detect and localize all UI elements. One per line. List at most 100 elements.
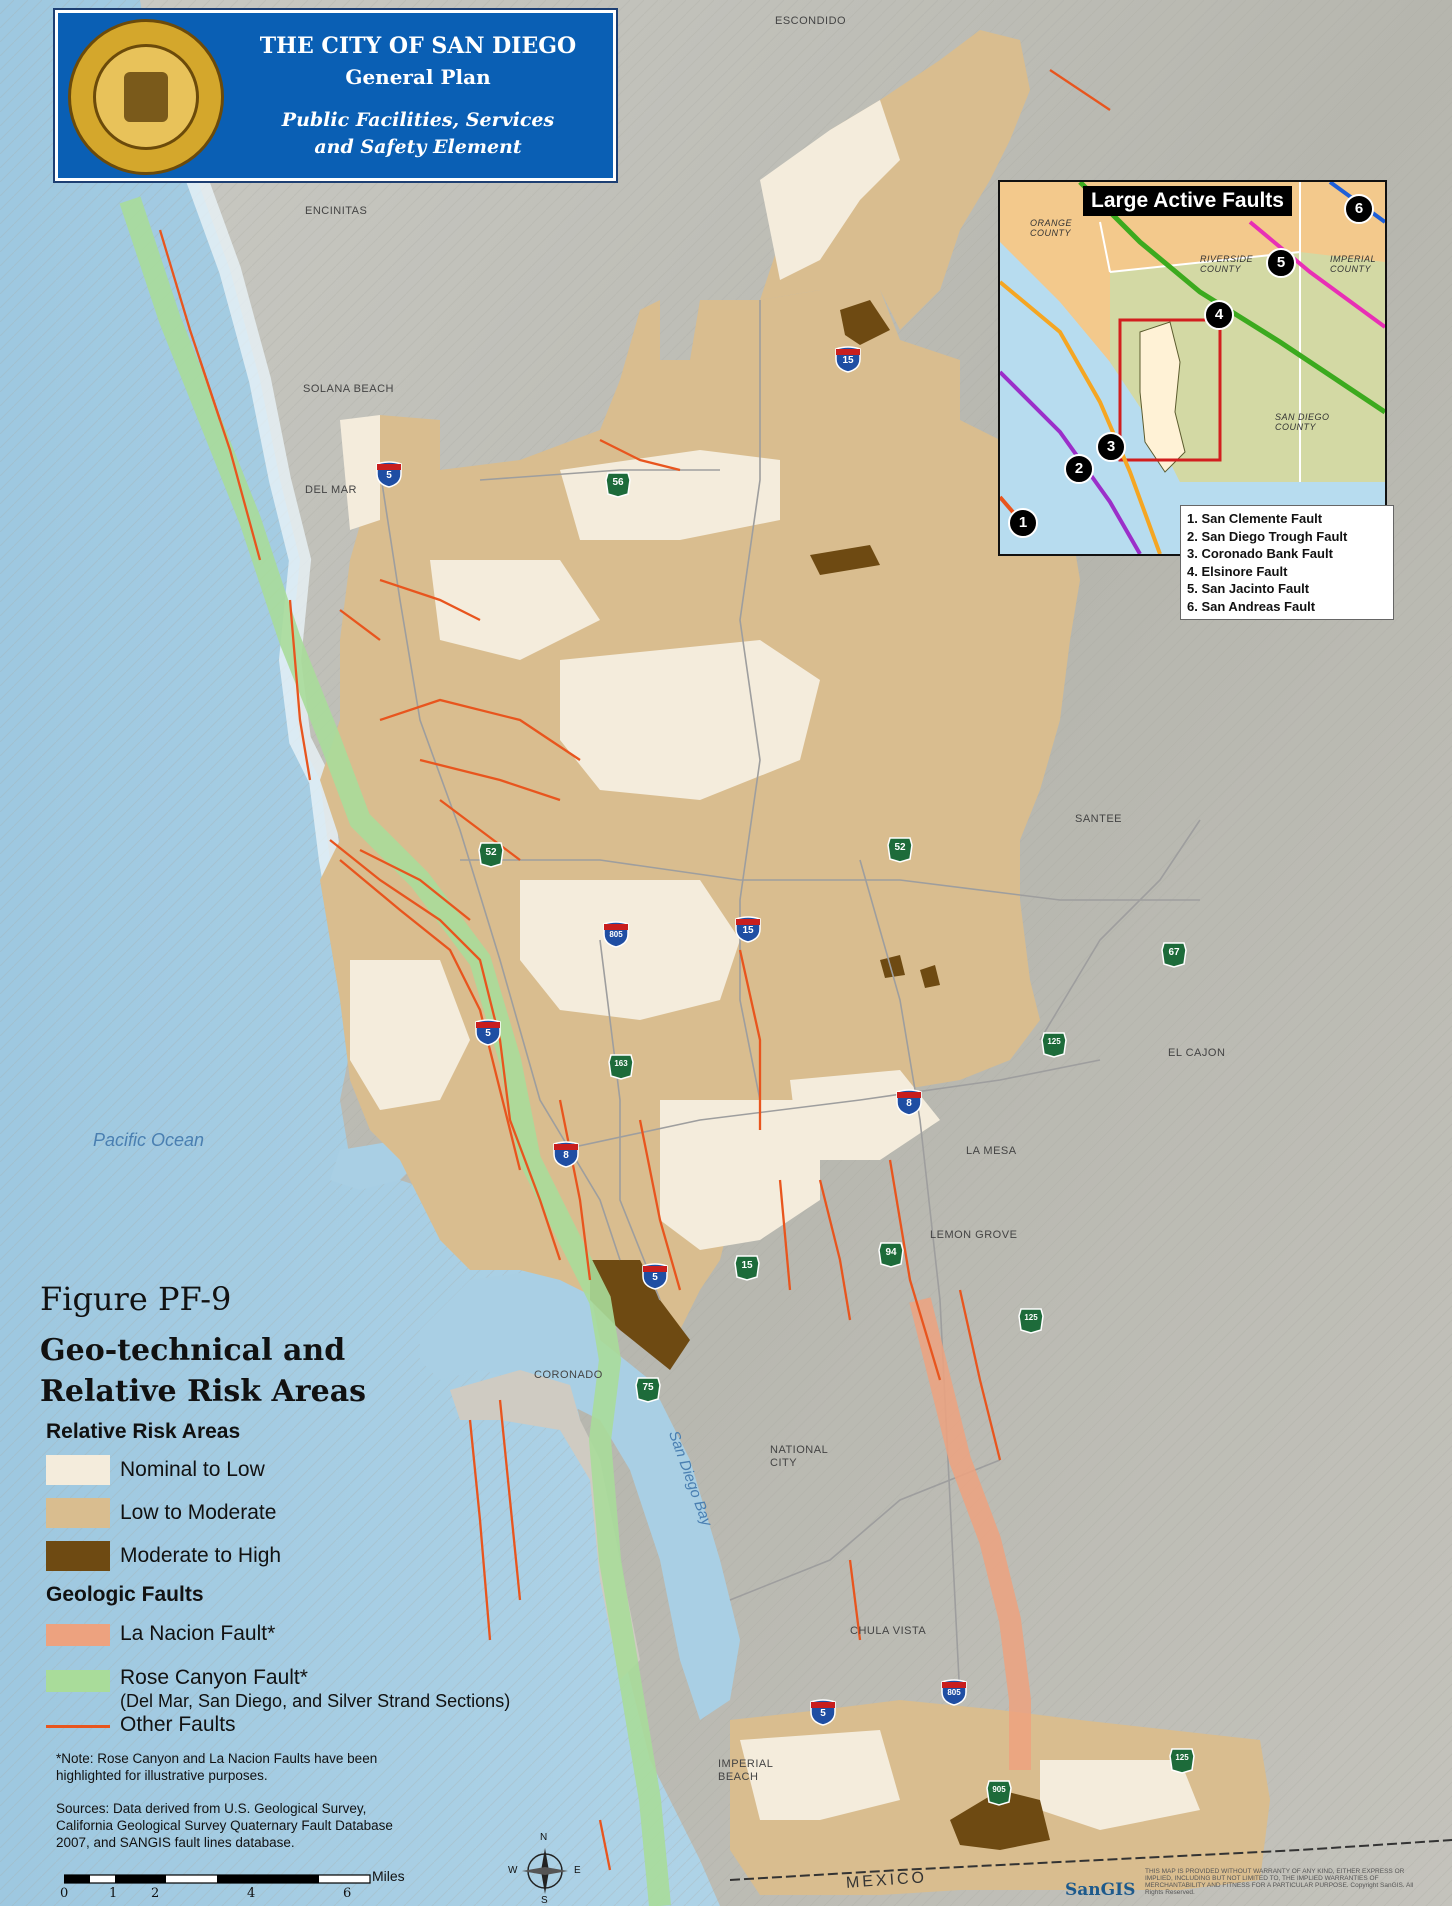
inset-fault-list: 1. San Clemente Fault 2. San Diego Troug… <box>1180 505 1394 620</box>
inset-marker-1: 1 <box>1008 508 1038 538</box>
legend-swatch-other-faults <box>46 1725 110 1728</box>
legend-sources: Sources: Data derived from U.S. Geologic… <box>56 1801 393 1850</box>
interstate-shield-5: 5 <box>375 460 403 493</box>
interstate-shield-805: 805 <box>602 920 630 953</box>
shield-number: 52 <box>894 842 906 853</box>
state-route-shield-163: 163 <box>607 1052 635 1085</box>
scale-tick-2: 2 <box>151 1886 160 1901</box>
legend-swatch-nominal-to-low <box>46 1455 110 1485</box>
inset-title: Large Active Faults <box>1083 186 1292 216</box>
compass-e: E <box>574 1865 582 1876</box>
risk-moderate-to-high <box>590 300 1050 1850</box>
inset-marker-2: 2 <box>1064 454 1094 484</box>
state-route-shield-905: 905 <box>985 1778 1013 1811</box>
compass-rose: N S W E <box>508 1832 581 1906</box>
sangis-logo: SanGIS <box>1065 1880 1136 1900</box>
compass-rose-icon <box>522 1848 568 1894</box>
inset-label-imperial-county: IMPERIAL COUNTY <box>1330 254 1376 274</box>
interstate-shield-5: 5 <box>809 1698 837 1731</box>
state-route-shield-75: 75 <box>634 1375 662 1408</box>
inset-map: Large Active Faults ORANGE COUNTY RIVERS… <box>998 180 1387 556</box>
shield-number: 8 <box>563 1150 569 1161</box>
scale-tick-6: 6 <box>343 1886 352 1901</box>
label-encinitas: ENCINITAS <box>305 205 368 217</box>
interstate-shield-5: 5 <box>474 1018 502 1051</box>
shield-number: 5 <box>386 470 392 481</box>
city-seal-icon <box>68 19 224 175</box>
shield-number: 5 <box>820 1708 826 1719</box>
shield-number: 125 <box>1175 1753 1189 1762</box>
legend-sub-rose-canyon-fault: (Del Mar, San Diego, and Silver Strand S… <box>120 1691 511 1711</box>
shield-number: 8 <box>906 1098 912 1109</box>
disclaimer-text: THIS MAP IS PROVIDED WITHOUT WARRANTY OF… <box>1145 1868 1414 1896</box>
figure-number: Figure PF-9 <box>40 1280 232 1318</box>
san-diego-bay <box>420 1270 740 1720</box>
shield-number: 805 <box>947 1688 961 1697</box>
scale-tick-0: 0 <box>60 1886 69 1901</box>
legend-label-rose-canyon-fault: Rose Canyon Fault* <box>120 1666 308 1689</box>
inset-marker-5: 5 <box>1266 248 1296 278</box>
risk-north-area <box>760 30 1030 330</box>
legend-risk-heading: Relative Risk Areas <box>46 1420 241 1443</box>
interstate-shield-15: 15 <box>834 345 862 378</box>
compass-w: W <box>508 1865 518 1876</box>
interstate-shield-805: 805 <box>940 1678 968 1711</box>
shield-number: 67 <box>1168 947 1180 958</box>
shield-number: 163 <box>614 1059 628 1068</box>
label-escondido: ESCONDIDO <box>775 15 847 27</box>
inset-label-riverside-county: RIVERSIDE COUNTY <box>1200 254 1254 274</box>
label-del-mar: DEL MAR <box>305 484 357 496</box>
title-plan: General Plan <box>345 65 491 89</box>
inset-city-boundary <box>1139 321 1186 473</box>
compass-s: S <box>541 1895 549 1906</box>
risk-nominal-to-low <box>340 100 1200 1830</box>
legend-label-nominal-to-low: Nominal to Low <box>120 1458 265 1481</box>
legend-label-moderate-to-high: Moderate to High <box>120 1544 282 1567</box>
state-route-shield-52: 52 <box>886 835 914 868</box>
legend-swatch-la-nacion-fault <box>46 1624 110 1646</box>
title-block: THE CITY OF SAN DIEGO General Plan Publi… <box>55 10 616 181</box>
inset-label-orange-county: ORANGE COUNTY <box>1030 218 1073 238</box>
legend-swatch-low-to-moderate <box>46 1498 110 1528</box>
state-route-shield-125: 125 <box>1017 1306 1045 1339</box>
state-route-shield-125: 125 <box>1040 1030 1068 1063</box>
scale-tick-4: 4 <box>247 1886 256 1901</box>
shield-number: 125 <box>1024 1313 1038 1322</box>
shield-number: 5 <box>652 1272 658 1283</box>
interstate-shield-8: 8 <box>895 1088 923 1121</box>
compass-n: N <box>540 1832 548 1843</box>
interstate-shield-8: 8 <box>552 1140 580 1173</box>
label-lemon-grove: LEMON GROVE <box>930 1229 1018 1241</box>
state-route-shield-15: 15 <box>733 1253 761 1286</box>
other-faults <box>158 69 1111 1871</box>
inset-fault-3 <box>1000 280 1162 554</box>
shield-number: 5 <box>485 1028 491 1039</box>
label-national-city: NATIONAL CITY <box>770 1444 828 1469</box>
interstate-shield-15: 15 <box>734 915 762 948</box>
shield-number: 75 <box>642 1382 654 1393</box>
legend-label-low-to-moderate: Low to Moderate <box>120 1501 277 1524</box>
inset-marker-6: 6 <box>1344 194 1374 224</box>
legend-faults-heading: Geologic Faults <box>46 1583 204 1606</box>
roads <box>379 300 1201 1701</box>
inset-focus-box <box>1118 318 1222 462</box>
inset-label-san-diego-county: SAN DIEGO COUNTY <box>1275 412 1330 432</box>
mexico-border <box>729 1839 1452 1881</box>
label-imperial-beach: IMPERIAL BEACH <box>718 1758 773 1783</box>
legend-swatch-rose-canyon-fault <box>46 1670 110 1692</box>
title-city: THE CITY OF SAN DIEGO <box>259 33 577 59</box>
shield-number: 15 <box>842 355 854 366</box>
state-route-shield-125: 125 <box>1168 1746 1196 1779</box>
inset-marker-4: 4 <box>1204 300 1234 330</box>
state-route-shield-52: 52 <box>477 840 505 873</box>
legend-label-la-nacion-fault: La Nacion Fault* <box>120 1622 276 1645</box>
shield-number: 94 <box>885 1247 897 1258</box>
label-coronado: CORONADO <box>534 1369 603 1381</box>
inset-san-diego-county <box>1110 252 1385 482</box>
label-solana-beach: SOLANA BEACH <box>303 383 394 395</box>
shoreline <box>139 55 351 922</box>
shield-number: 905 <box>992 1785 1006 1794</box>
label-el-cajon: EL CAJON <box>1168 1047 1226 1059</box>
scale-bar <box>64 1874 371 1884</box>
shield-number: 15 <box>742 925 754 936</box>
